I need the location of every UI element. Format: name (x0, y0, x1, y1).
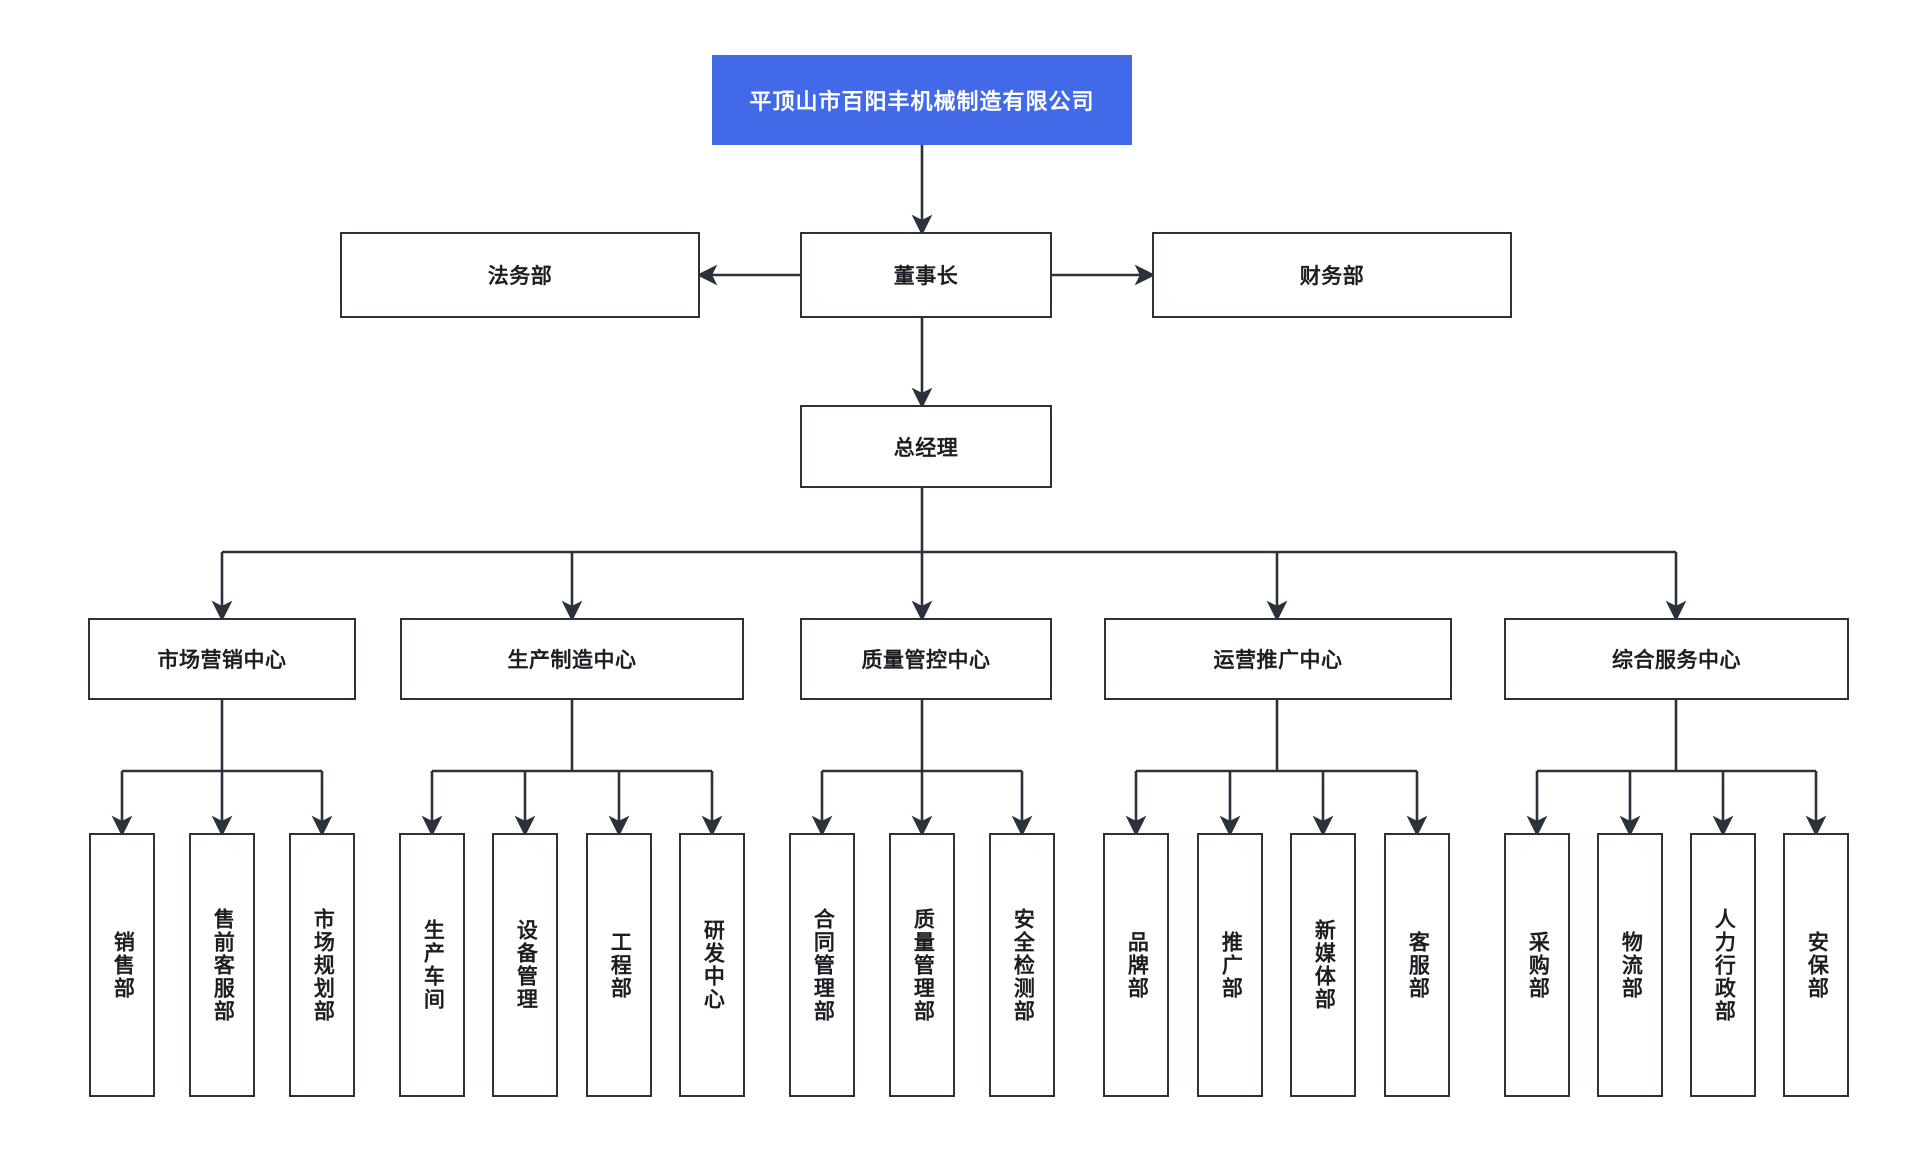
node-general-manager[interactable]: 总经理 (800, 405, 1052, 488)
node-center-operations[interactable]: 运营推广中心 (1104, 618, 1452, 700)
node-label: 采购部 (1526, 930, 1550, 1000)
node-department-hr-administration[interactable]: 人力行政部 (1690, 833, 1756, 1097)
node-label: 市场营销中心 (157, 649, 287, 672)
node-center-general-services[interactable]: 综合服务中心 (1504, 618, 1849, 700)
node-department-promotion[interactable]: 推广部 (1197, 833, 1263, 1097)
node-label: 研发中心 (701, 919, 725, 1011)
node-department-contract-management[interactable]: 合同管理部 (789, 833, 855, 1097)
node-department-quality-management[interactable]: 质量管理部 (889, 833, 955, 1097)
node-label: 安保部 (1805, 930, 1829, 1000)
node-department-security[interactable]: 安保部 (1783, 833, 1849, 1097)
node-department-new-media[interactable]: 新媒体部 (1290, 833, 1356, 1097)
node-department-production-workshop[interactable]: 生产车间 (399, 833, 465, 1097)
node-label: 总经理 (893, 436, 959, 460)
node-department-presales-service[interactable]: 售前客服部 (189, 833, 255, 1097)
node-label: 新媒体部 (1312, 919, 1336, 1011)
node-label: 董事长 (893, 265, 959, 288)
node-label: 品牌部 (1125, 930, 1149, 1000)
node-label: 生产制造中心 (507, 649, 637, 672)
node-label: 生产车间 (421, 919, 445, 1011)
node-label: 销售部 (111, 930, 135, 1000)
node-department-market-planning[interactable]: 市场规划部 (289, 833, 355, 1097)
node-department-sales[interactable]: 销售部 (89, 833, 155, 1097)
node-department-procurement[interactable]: 采购部 (1504, 833, 1570, 1097)
node-label: 质量管理部 (911, 907, 935, 1023)
node-label: 推广部 (1219, 930, 1243, 1000)
node-department-rnd-center[interactable]: 研发中心 (679, 833, 745, 1097)
node-label: 市场规划部 (311, 907, 335, 1023)
node-department-engineering[interactable]: 工程部 (586, 833, 652, 1097)
node-center-manufacturing[interactable]: 生产制造中心 (400, 618, 744, 700)
node-department-safety-inspection[interactable]: 安全检测部 (989, 833, 1055, 1097)
node-label: 设备管理 (514, 919, 538, 1011)
node-label: 客服部 (1406, 930, 1430, 1000)
node-company-root[interactable]: 平顶山市百阳丰机械制造有限公司 (712, 55, 1132, 145)
node-label: 运营推广中心 (1213, 649, 1343, 672)
node-department-customer-service[interactable]: 客服部 (1384, 833, 1450, 1097)
node-legal-department[interactable]: 法务部 (340, 232, 700, 318)
node-label: 财务部 (1299, 265, 1365, 288)
node-label: 综合服务中心 (1612, 649, 1741, 672)
node-center-marketing[interactable]: 市场营销中心 (88, 618, 356, 700)
node-department-logistics[interactable]: 物流部 (1597, 833, 1663, 1097)
node-label: 人力行政部 (1712, 907, 1736, 1023)
node-label: 法务部 (487, 265, 553, 288)
node-label: 工程部 (608, 930, 632, 1000)
node-department-equipment-management[interactable]: 设备管理 (492, 833, 558, 1097)
node-label: 安全检测部 (1011, 907, 1035, 1023)
node-label: 平顶山市百阳丰机械制造有限公司 (749, 89, 1095, 114)
node-finance-department[interactable]: 财务部 (1152, 232, 1512, 318)
node-center-quality[interactable]: 质量管控中心 (800, 618, 1052, 700)
node-label: 物流部 (1619, 930, 1643, 1000)
node-label: 售前客服部 (211, 907, 235, 1023)
node-department-brand[interactable]: 品牌部 (1103, 833, 1169, 1097)
node-label: 质量管控中心 (861, 649, 991, 672)
node-chairman[interactable]: 董事长 (800, 232, 1052, 318)
node-label: 合同管理部 (811, 907, 835, 1023)
